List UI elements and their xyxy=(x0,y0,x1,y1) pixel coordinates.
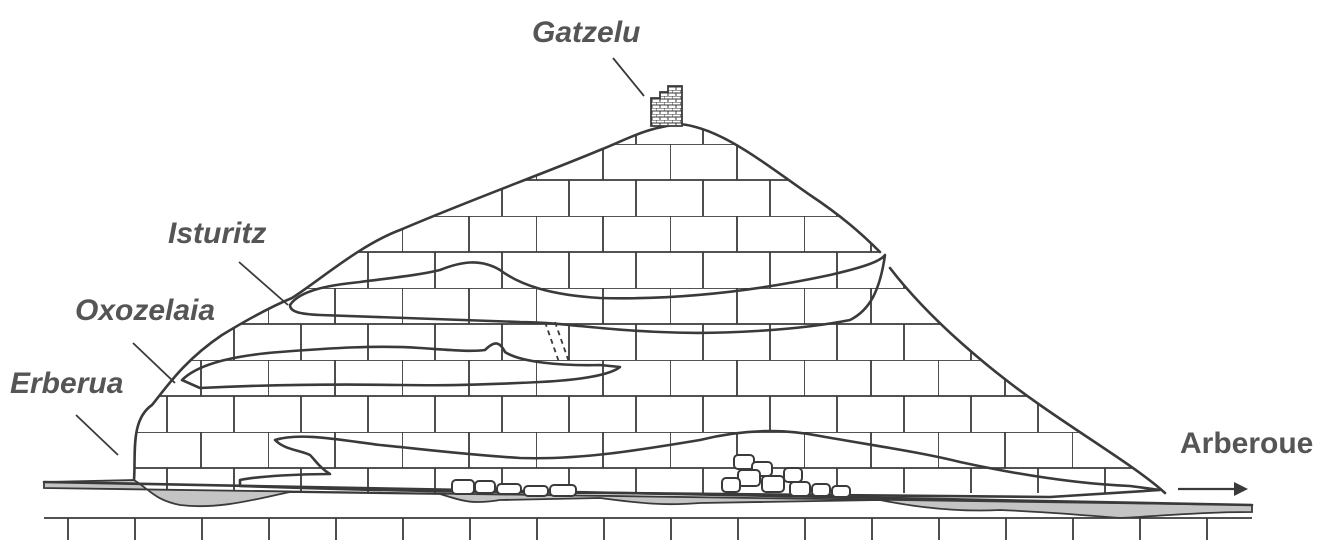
gatzelu-tower-icon xyxy=(651,86,682,126)
label-arberoue: Arberoue xyxy=(1180,427,1313,460)
label-isturitz: Isturitz xyxy=(168,217,266,250)
flow-arrow-icon xyxy=(1178,482,1248,496)
label-oxozelaia: Oxozelaia xyxy=(75,294,215,327)
label-erberua: Erberua xyxy=(10,367,123,400)
hill-limestone xyxy=(100,110,1200,500)
label-gatzelu: Gatzelu xyxy=(532,16,640,49)
ground-bedrock xyxy=(44,518,1252,540)
